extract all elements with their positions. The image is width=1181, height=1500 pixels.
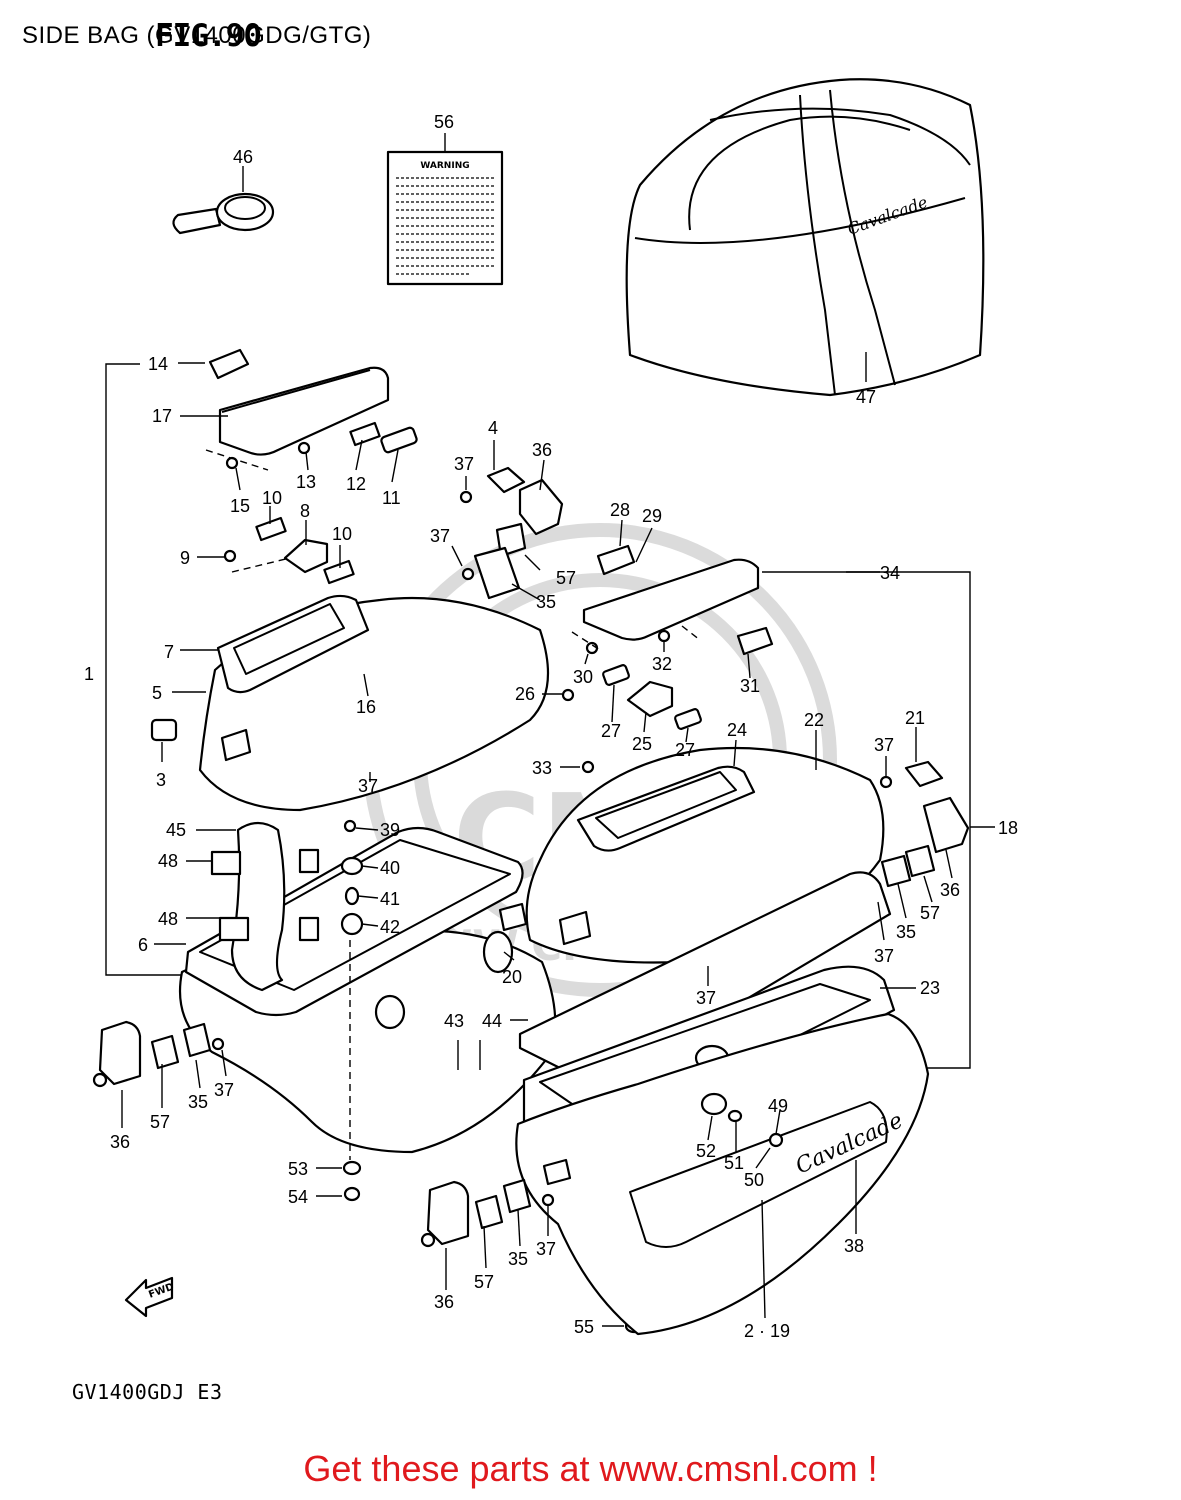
- label-31: 31: [740, 676, 760, 696]
- label-5: 5: [152, 683, 162, 703]
- label-37-g: 37: [214, 1080, 234, 1100]
- label-10a: 10: [262, 488, 282, 508]
- label-20: 20: [502, 967, 522, 987]
- label-57-b: 57: [920, 903, 940, 923]
- part-17-pad: [208, 348, 390, 456]
- label-24: 24: [727, 720, 747, 740]
- part-6-left-case: [178, 819, 557, 1154]
- part-5-left-lid: [150, 594, 550, 812]
- label-29: 29: [642, 506, 662, 526]
- label-43: 43: [444, 1011, 464, 1031]
- label-37-h: 37: [536, 1239, 556, 1259]
- label-25: 25: [632, 734, 652, 754]
- figure-number: FIG.90: [155, 18, 262, 54]
- label-15: 15: [230, 496, 250, 516]
- label-54: 54: [288, 1187, 308, 1207]
- label-40: 40: [380, 858, 400, 878]
- label-27-a: 27: [601, 721, 621, 741]
- label-37-f: 37: [696, 988, 716, 1008]
- label-48-b: 48: [158, 909, 178, 929]
- label-12: 12: [346, 474, 366, 494]
- label-10b: 10: [332, 524, 352, 544]
- label-18: 18: [998, 818, 1018, 838]
- label-16: 16: [356, 697, 376, 717]
- label-56: 56: [434, 112, 454, 132]
- label-44: 44: [482, 1011, 502, 1031]
- bracket-1: [105, 363, 185, 976]
- promo-link[interactable]: Get these parts at www.cmsnl.com !: [303, 1448, 878, 1489]
- label-37-e: 37: [874, 946, 894, 966]
- label-36-c: 36: [110, 1132, 130, 1152]
- model-code: GV1400GDJ E3: [72, 1380, 223, 1404]
- small-hardware-mid: [561, 629, 702, 774]
- label-2-19: 2 · 19: [744, 1321, 790, 1341]
- label-41: 41: [380, 889, 400, 909]
- label-47: 47: [856, 387, 876, 407]
- part-47-travel-bag: Cavalcade: [625, 78, 985, 397]
- small-hardware-top: [223, 421, 418, 585]
- label-37-c: 37: [430, 526, 450, 546]
- label-35-d: 35: [508, 1249, 528, 1269]
- label-37-a: 37: [358, 776, 378, 796]
- label-3: 3: [156, 770, 166, 790]
- label-28: 28: [610, 500, 630, 520]
- label-26: 26: [515, 684, 535, 704]
- label-39: 39: [380, 820, 400, 840]
- label-51: 51: [724, 1153, 744, 1173]
- label-23: 23: [920, 978, 940, 998]
- label-48-a: 48: [158, 851, 178, 871]
- label-55: 55: [574, 1317, 594, 1337]
- label-14: 14: [148, 354, 168, 374]
- label-9: 9: [180, 548, 190, 568]
- warning-heading: WARNING: [420, 161, 469, 171]
- label-57-c: 57: [150, 1112, 170, 1132]
- label-36-b: 36: [940, 880, 960, 900]
- label-35-b: 35: [896, 922, 916, 942]
- lock-assembly-left-lower: [92, 1020, 225, 1088]
- label-30: 30: [573, 667, 593, 687]
- label-36-d: 36: [434, 1292, 454, 1312]
- label-50: 50: [744, 1170, 764, 1190]
- label-45: 45: [166, 820, 186, 840]
- label-6: 6: [138, 935, 148, 955]
- part-2-right-case: Cavalcade: [515, 1012, 930, 1336]
- label-52: 52: [696, 1141, 716, 1161]
- lock-assembly-right-lower: [420, 1178, 555, 1248]
- label-42: 42: [380, 917, 400, 937]
- label-13: 13: [296, 472, 316, 492]
- part-34-pad: [582, 544, 774, 656]
- label-37-d: 37: [874, 735, 894, 755]
- diagram-title: SIDE BAG (GV1400GDG/GTG): [22, 22, 372, 49]
- label-7: 7: [164, 642, 174, 662]
- label-57-a: 57: [556, 568, 576, 588]
- label-8: 8: [300, 501, 310, 521]
- label-53: 53: [288, 1159, 308, 1179]
- label-22: 22: [804, 710, 824, 730]
- label-33: 33: [532, 758, 552, 778]
- label-35-c: 35: [188, 1092, 208, 1112]
- label-21: 21: [905, 708, 925, 728]
- leader-lines: [121, 133, 995, 1327]
- label-38: 38: [844, 1236, 864, 1256]
- lock-assembly-upper: [459, 466, 564, 600]
- part-46-ring: [172, 192, 275, 235]
- label-35-a: 35: [536, 592, 556, 612]
- label-37-b: 37: [454, 454, 474, 474]
- label-34: 34: [880, 563, 900, 583]
- label-27-b: 27: [675, 740, 695, 760]
- label-17: 17: [152, 406, 172, 426]
- label-36-a: 36: [532, 440, 552, 460]
- label-32: 32: [652, 654, 672, 674]
- label-46: 46: [233, 147, 253, 167]
- part-labels: 46 56 47 14 17 15 13 12 11 10 8 10 9 7 5…: [84, 112, 1018, 1341]
- label-11: 11: [382, 488, 401, 508]
- fwd-arrow-icon: FWD: [124, 1276, 176, 1318]
- label-49: 49: [768, 1096, 788, 1116]
- label-4: 4: [488, 418, 498, 438]
- label-1: 1: [84, 664, 94, 684]
- label-57-d: 57: [474, 1272, 494, 1292]
- part-56-warning-label: WARNING: [386, 150, 504, 286]
